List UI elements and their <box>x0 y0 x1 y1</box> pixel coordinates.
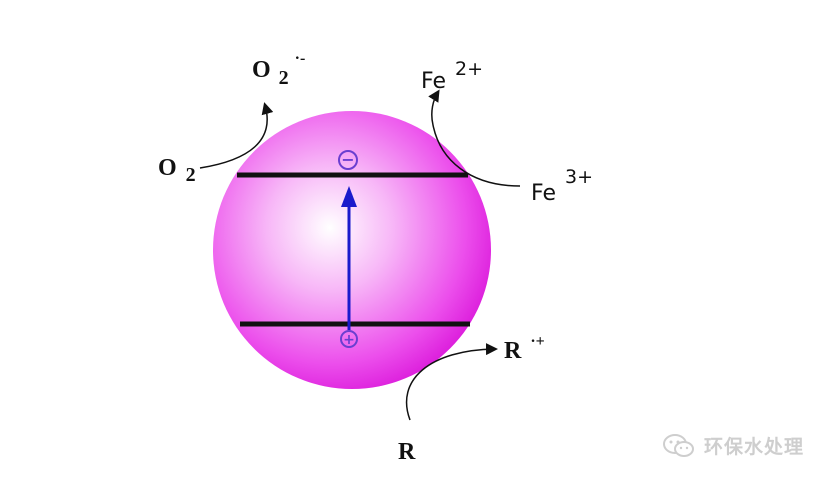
wechat-logo-icon <box>663 433 694 457</box>
watermark: 环保水处理 <box>662 432 804 459</box>
watermark-text: 环保水处理 <box>704 436 805 458</box>
label-o2: O 2 <box>158 155 196 186</box>
label-o2-radical-sup: ·- <box>295 50 306 67</box>
hole-sign: + <box>343 332 355 348</box>
hole-symbol: + <box>340 330 358 348</box>
excitation-arrow-head <box>341 186 357 207</box>
label-r-radical: R ·+ <box>504 333 545 364</box>
label-r-radical-base: R <box>504 338 522 364</box>
label-fe2: Fe 2+ <box>421 58 483 94</box>
label-o2-radical: O 2 ·- <box>252 50 305 90</box>
label-o2-sub: 2 <box>186 164 196 186</box>
label-fe3: Fe 3+ <box>531 166 593 206</box>
label-o2-base: O <box>158 155 177 181</box>
label-o2-radical-base: O <box>252 57 271 83</box>
label-fe3-sup: 3+ <box>565 166 593 188</box>
r-oxidation-arrow <box>405 343 498 421</box>
fe-reduction-arrow <box>428 89 521 187</box>
label-fe2-base: Fe <box>421 69 446 94</box>
semiconductor-sphere <box>213 111 491 389</box>
label-fe3-base: Fe <box>531 181 556 206</box>
label-o2-radical-sub: 2 <box>279 67 289 89</box>
o2-reduction-arrow <box>199 102 274 169</box>
label-r-radical-sup: ·+ <box>530 333 544 350</box>
label-fe2-sup: 2+ <box>455 58 483 80</box>
electron-sign: − <box>341 150 354 169</box>
label-r: R <box>398 439 416 465</box>
electron-symbol: − <box>338 150 358 170</box>
